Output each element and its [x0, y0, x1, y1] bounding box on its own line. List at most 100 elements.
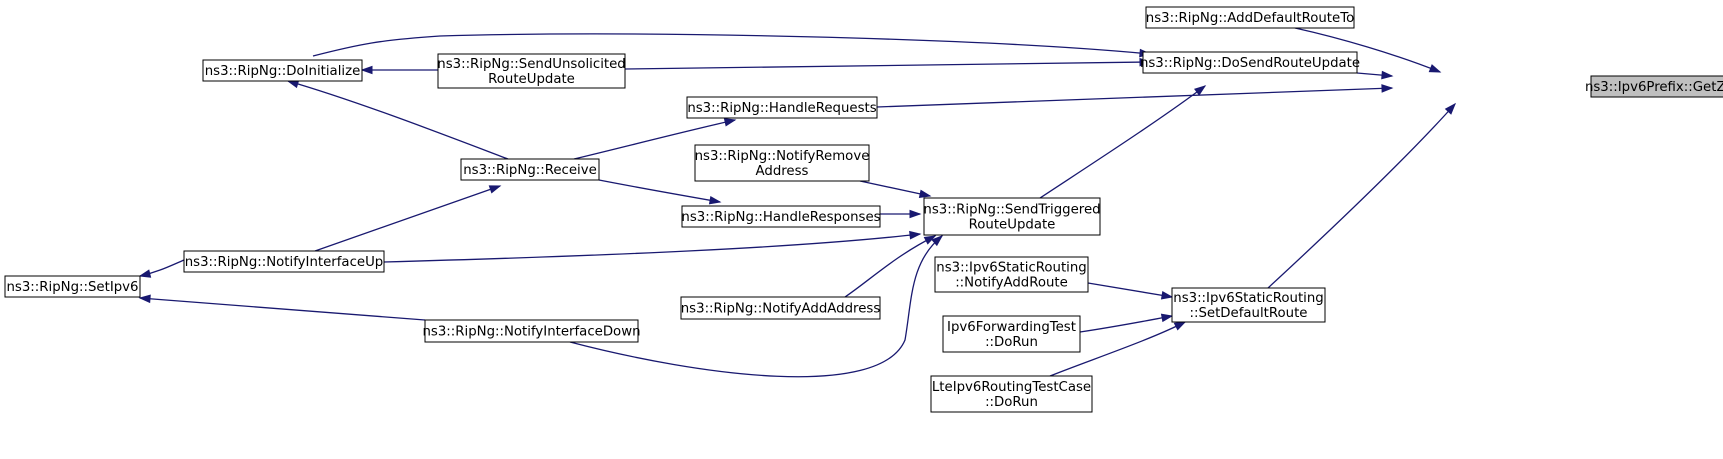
edge-arrowhead	[708, 195, 722, 205]
node-label: RouteUpdate	[969, 218, 1056, 233]
node-label: ns3::RipNg::DoInitialize	[205, 64, 361, 79]
edge-arrowhead	[1173, 321, 1187, 331]
node-doinit[interactable]: ns3::RipNg::DoInitialize	[202, 59, 363, 82]
edge-line	[1267, 103, 1456, 289]
node-box	[694, 144, 870, 182]
edge-line	[844, 235, 936, 298]
node-box	[183, 250, 385, 273]
edge-line	[314, 185, 501, 252]
node-label: ns3::RipNg::NotifyAddAddress	[681, 302, 881, 317]
edge-ltetest-to-setdefault	[1049, 321, 1187, 377]
edge-line	[312, 33, 1151, 57]
edge-line	[1049, 321, 1186, 377]
node-box	[686, 96, 878, 119]
edge-arrowhead	[931, 235, 944, 247]
node-receive[interactable]: ns3::RipNg::Receive	[460, 158, 600, 181]
node-box	[437, 53, 626, 89]
edge-arrowhead	[1160, 291, 1174, 300]
edge-notifyremove-to-sendtrig	[859, 180, 932, 199]
node-label: ::DoRun	[985, 335, 1038, 350]
node-label: LteIpv6RoutingTestCase	[932, 380, 1091, 395]
node-fwdtest[interactable]: Ipv6ForwardingTest::DoRun	[942, 315, 1081, 353]
node-label: ns3::RipNg::Receive	[463, 163, 597, 178]
node-box	[1590, 75, 1723, 98]
node-box	[424, 319, 639, 343]
node-handlereq[interactable]: ns3::RipNg::HandleRequests	[686, 96, 878, 119]
node-box	[942, 315, 1081, 353]
node-box	[1145, 6, 1355, 29]
edge-line	[1039, 85, 1206, 199]
edge-line	[859, 180, 931, 197]
node-box	[923, 197, 1101, 236]
edge-arrowhead	[138, 294, 151, 304]
node-box	[202, 59, 363, 82]
node-box	[934, 256, 1089, 293]
edge-arrowhead	[923, 235, 937, 245]
node-dosend[interactable]: ns3::RipNg::DoSendRouteUpdate	[1140, 51, 1360, 74]
edge-line	[1079, 315, 1173, 333]
edge-arrowhead	[1444, 102, 1456, 115]
node-notifydown[interactable]: ns3::RipNg::NotifyInterfaceDown	[422, 319, 641, 343]
node-ltetest[interactable]: LteIpv6RoutingTestCase::DoRun	[930, 375, 1093, 413]
edge-notifyup-to-setipv6	[138, 259, 185, 278]
edge-dosend-to-getzero	[1356, 70, 1394, 80]
node-handleresp[interactable]: ns3::RipNg::HandleResponses	[681, 205, 881, 228]
edge-line	[1294, 27, 1441, 73]
node-box	[680, 296, 881, 320]
node-label: ns3::Ipv6StaticRouting	[936, 261, 1086, 276]
edge-line	[383, 233, 921, 263]
node-label: ::SetDefaultRoute	[1190, 306, 1308, 321]
edge-arrowhead	[918, 189, 932, 199]
node-label: ns3::RipNg::SetIpv6	[6, 280, 138, 295]
node-notifyadd[interactable]: ns3::RipNg::NotifyAddAddress	[680, 296, 881, 320]
edge-notifyaddroute-to-setdefault	[1087, 282, 1174, 300]
edge-arrowhead	[909, 230, 922, 240]
edge-line	[287, 80, 509, 160]
node-label: ::NotifyAddRoute	[955, 276, 1068, 291]
edge-line	[1087, 282, 1173, 298]
edge-arrowhead	[1428, 64, 1442, 73]
edge-handleresp-to-sendtrig	[880, 209, 922, 219]
node-label: ns3::RipNg::SendUnsolicited	[437, 57, 625, 72]
node-label: RouteUpdate	[488, 72, 575, 87]
node-label: ns3::RipNg::HandleRequests	[687, 101, 876, 116]
edge-sendunsol-to-dosend	[624, 57, 1152, 70]
node-box	[930, 375, 1093, 413]
edge-arrowhead	[1194, 85, 1207, 96]
edges-layer	[138, 27, 1456, 378]
edge-adddefault-to-getzero	[1294, 27, 1442, 73]
node-label: ::DoRun	[985, 395, 1038, 410]
node-box	[4, 275, 141, 298]
node-notifyup[interactable]: ns3::RipNg::NotifyInterfaceUp	[183, 250, 385, 273]
node-setipv6[interactable]: ns3::RipNg::SetIpv6	[4, 275, 141, 298]
node-notifyaddroute[interactable]: ns3::Ipv6StaticRouting::NotifyAddRoute	[934, 256, 1089, 293]
node-adddefault[interactable]: ns3::RipNg::AddDefaultRouteTo	[1145, 6, 1355, 29]
edge-arrowhead	[138, 269, 152, 278]
edge-line	[876, 87, 1393, 108]
edge-sendtrig-to-dosend	[1039, 85, 1207, 199]
node-setdefault[interactable]: ns3::Ipv6StaticRouting::SetDefaultRoute	[1171, 287, 1326, 323]
edge-handlereq-to-getzero	[876, 84, 1394, 108]
edge-receive-to-handleresp	[598, 179, 722, 205]
edge-sendunsol-to-doinit	[360, 65, 438, 75]
edge-arrowhead	[1381, 84, 1394, 93]
node-box	[1142, 51, 1358, 74]
node-label: ns3::RipNg::DoSendRouteUpdate	[1140, 56, 1360, 71]
edge-notifyup-to-sendtrig	[383, 230, 922, 263]
edge-setdefault-to-getzero	[1267, 102, 1456, 289]
node-box	[1171, 287, 1326, 323]
edge-line	[624, 61, 1151, 70]
node-label: ns3::RipNg::NotifyRemove	[695, 149, 870, 164]
node-getzero[interactable]: ns3::Ipv6Prefix::GetZero	[1585, 75, 1723, 98]
node-label: ns3::RipNg::HandleResponses	[681, 210, 880, 225]
node-label: ns3::RipNg::NotifyInterfaceDown	[422, 325, 640, 340]
edge-fwdtest-to-setdefault	[1079, 313, 1174, 333]
edge-line	[573, 119, 736, 160]
node-label: ns3::RipNg::NotifyInterfaceUp	[185, 255, 384, 270]
edge-doinit-to-dosend	[312, 33, 1152, 58]
node-label: ns3::Ipv6Prefix::GetZero	[1585, 80, 1723, 95]
